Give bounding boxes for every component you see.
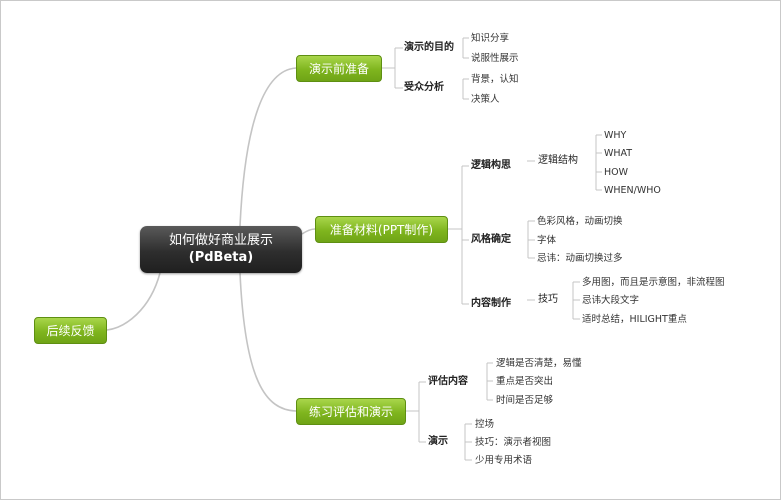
leaf-how: HOW [604, 167, 629, 178]
leaf-summarize-highlight: 适时总结，HILIGHT重点 [582, 314, 687, 325]
leaf-less-jargon: 少用专用术语 [475, 455, 533, 466]
root-subtitle: (PdBeta) [188, 250, 254, 265]
leaf-knowledge-sharing: 知识分享 [471, 33, 510, 44]
leaf-background-cognition: 背景，认知 [471, 74, 519, 85]
root-title: 如何做好商业展示 [168, 233, 273, 248]
topic-presentation: 演示 [428, 436, 448, 447]
topic-content-creation: 内容制作 [471, 298, 511, 309]
branch-prepare-materials: 准备材料(PPT制作) [315, 216, 448, 243]
branch-presentation-prep: 演示前准备 [296, 55, 382, 82]
topic-audience-analysis: 受众分析 [404, 82, 444, 93]
leaf-when-who: WHEN/WHO [604, 185, 661, 196]
leaf-time-enough: 时间是否足够 [496, 395, 554, 406]
leaf-presenter-view: 技巧：演示者视图 [475, 437, 552, 448]
connector-root-material [301, 228, 316, 235]
topic-presentation-goal: 演示的目的 [404, 42, 454, 53]
leaf-use-diagrams: 多用图，而且是示意图，非流程图 [582, 277, 725, 288]
leaf-why: WHY [604, 130, 627, 141]
leaf-persuasive-display: 说服性展示 [471, 53, 519, 64]
leaf-logic-clear: 逻辑是否清楚，易懂 [496, 358, 582, 369]
leaf-avoid-long-text: 忌讳大段文字 [582, 295, 640, 306]
connector-root-prep [239, 67, 297, 227]
connector-root-feedback [106, 272, 161, 331]
topic-techniques: 技巧 [538, 294, 558, 305]
connector-root-practice [239, 272, 297, 412]
leaf-what: WHAT [604, 148, 633, 159]
topic-evaluation-content: 评估内容 [428, 376, 468, 387]
root-node: 如何做好商业展示 (PdBeta) [140, 226, 302, 273]
topic-style-definition: 风格确定 [471, 234, 511, 245]
leaf-avoid-animations: 忌讳：动画切换过多 [537, 253, 623, 264]
leaf-font: 字体 [537, 235, 557, 246]
branch-follow-up-feedback: 后续反馈 [34, 317, 107, 344]
leaf-control-room: 控场 [475, 419, 495, 430]
topic-logic-structure: 逻辑结构 [538, 155, 578, 166]
leaf-color-animation: 色彩风格，动画切换 [537, 216, 623, 227]
leaf-key-points: 重点是否突出 [496, 376, 554, 387]
leaf-decision-maker: 决策人 [471, 94, 500, 105]
branch-practice-evaluate: 练习评估和演示 [296, 398, 406, 425]
topic-logic-design: 逻辑构思 [471, 160, 511, 171]
